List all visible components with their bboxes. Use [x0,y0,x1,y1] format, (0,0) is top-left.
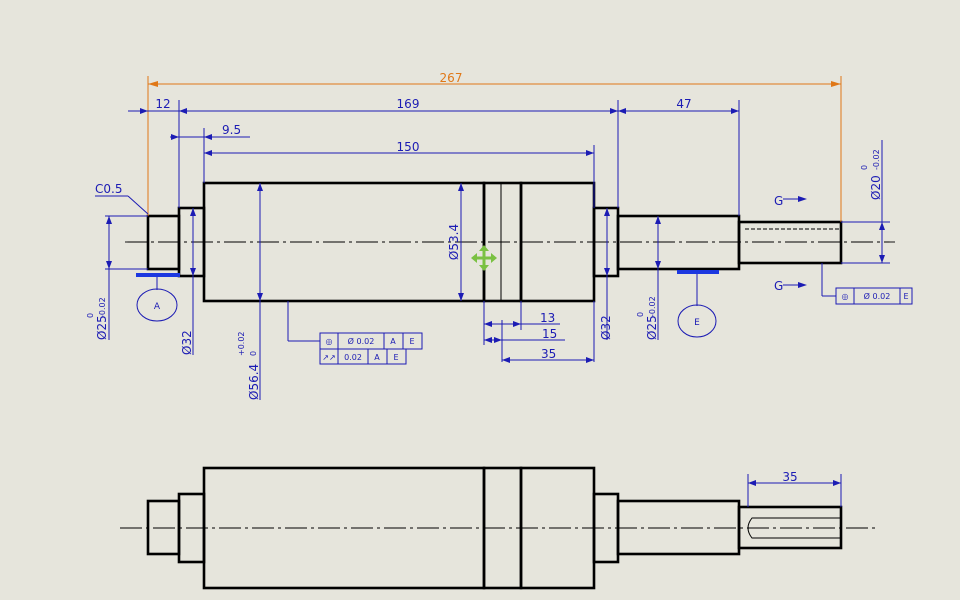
svg-text:A: A [390,337,396,346]
datum-a-label: A [154,302,161,312]
svg-text:Ø 0.02: Ø 0.02 [864,291,891,301]
move-cursor-icon [471,245,497,271]
dim-dia-25-left[interactable]: Ø25 0 -0.02 [86,215,148,340]
datum-a[interactable]: A [136,273,180,322]
dim-9-5[interactable]: 9.5 [170,123,250,183]
shaft-step-25-right [616,214,741,271]
dim-169-label: 169 [397,97,420,111]
dim-dia-25-right[interactable]: Ø25 0 -0.02 [636,216,661,340]
svg-text:-0.02: -0.02 [98,297,107,318]
shaft-top-view[interactable] [125,181,895,303]
dim-dia-32-right[interactable]: Ø32 [599,208,613,340]
datum-e[interactable]: E [677,270,719,338]
dim-150[interactable]: 150 [204,140,595,208]
svg-text:0: 0 [86,313,95,318]
svg-text:-0.02: -0.02 [872,149,881,170]
dim-9-5-label: 9.5 [222,123,241,137]
dia-53-4-label: Ø53.4 [447,224,461,260]
dim-15-label: 15 [542,327,557,341]
dim-35-label: 35 [541,347,556,361]
svg-text:0.02: 0.02 [344,353,362,362]
svg-text:0: 0 [860,165,869,170]
svg-text:0: 0 [636,312,645,317]
bottom-step-25-right [616,499,741,556]
svg-text:+0.02: +0.02 [237,331,246,356]
section-g-top[interactable]: G [774,194,807,208]
dia-56-4-label: Ø56.4 [247,364,261,400]
dim-groove[interactable]: 13 15 35 [483,301,595,363]
dim-13-label: 13 [540,311,555,325]
datum-e-label: E [694,318,700,328]
dia-25-right-label: Ø25 [645,315,659,340]
section-g-bottom-label: G [774,279,783,293]
bottom-step-left [146,499,181,556]
svg-text:E: E [393,353,398,362]
dia-32-left-label: Ø32 [180,330,194,355]
dim-dia-20[interactable]: Ø20 0 -0.02 [841,140,890,264]
dim-dia-32-left[interactable]: Ø32 [180,208,196,355]
dim-12-label: 12 [155,97,170,111]
svg-text:Ø 0.02: Ø 0.02 [348,336,375,346]
dim-overall-label: 267 [440,71,463,85]
dia-32-right-label: Ø32 [599,315,613,340]
svg-text:↗↗: ↗↗ [322,353,335,362]
feature-frame-right[interactable]: ◎ Ø 0.02 E [821,263,913,305]
shaft-step-left-25 [146,214,181,271]
svg-text:◎: ◎ [842,292,849,301]
bottom-end-20 [737,505,843,550]
shaft-bottom-view[interactable] [120,466,875,590]
chamfer-callout[interactable]: C0.5 [95,182,149,215]
dim-150-label: 150 [397,140,420,154]
section-g-bottom[interactable]: G [774,279,807,293]
keyway-35-label: 35 [782,470,797,484]
dim-overall[interactable]: 267 [147,71,842,222]
dim-keyway-35[interactable]: 35 [747,470,842,507]
svg-text:-0.02: -0.02 [648,296,657,317]
shaft-end-20 [737,220,843,265]
svg-text:A: A [374,353,380,362]
dia-20-label: Ø20 [869,175,883,200]
chamfer-label: C0.5 [95,182,122,196]
dim-dia-56-4[interactable]: Ø56.4 +0.02 0 [237,183,263,400]
svg-text:0: 0 [249,351,258,356]
dim-12-169-47[interactable]: 12 169 47 [128,97,740,216]
keyway-outline [747,517,841,539]
svg-text:◎: ◎ [326,337,333,346]
dia-25-left-label: Ø25 [95,315,109,340]
feature-frame-left[interactable]: ◎ Ø 0.02 A E ↗↗ 0.02 A E [287,301,423,365]
svg-text:E: E [409,337,414,346]
svg-text:E: E [903,292,908,301]
dim-47-label: 47 [676,97,691,111]
dim-dia-53-4[interactable]: Ø53.4 [447,183,464,301]
section-g-top-label: G [774,194,783,208]
